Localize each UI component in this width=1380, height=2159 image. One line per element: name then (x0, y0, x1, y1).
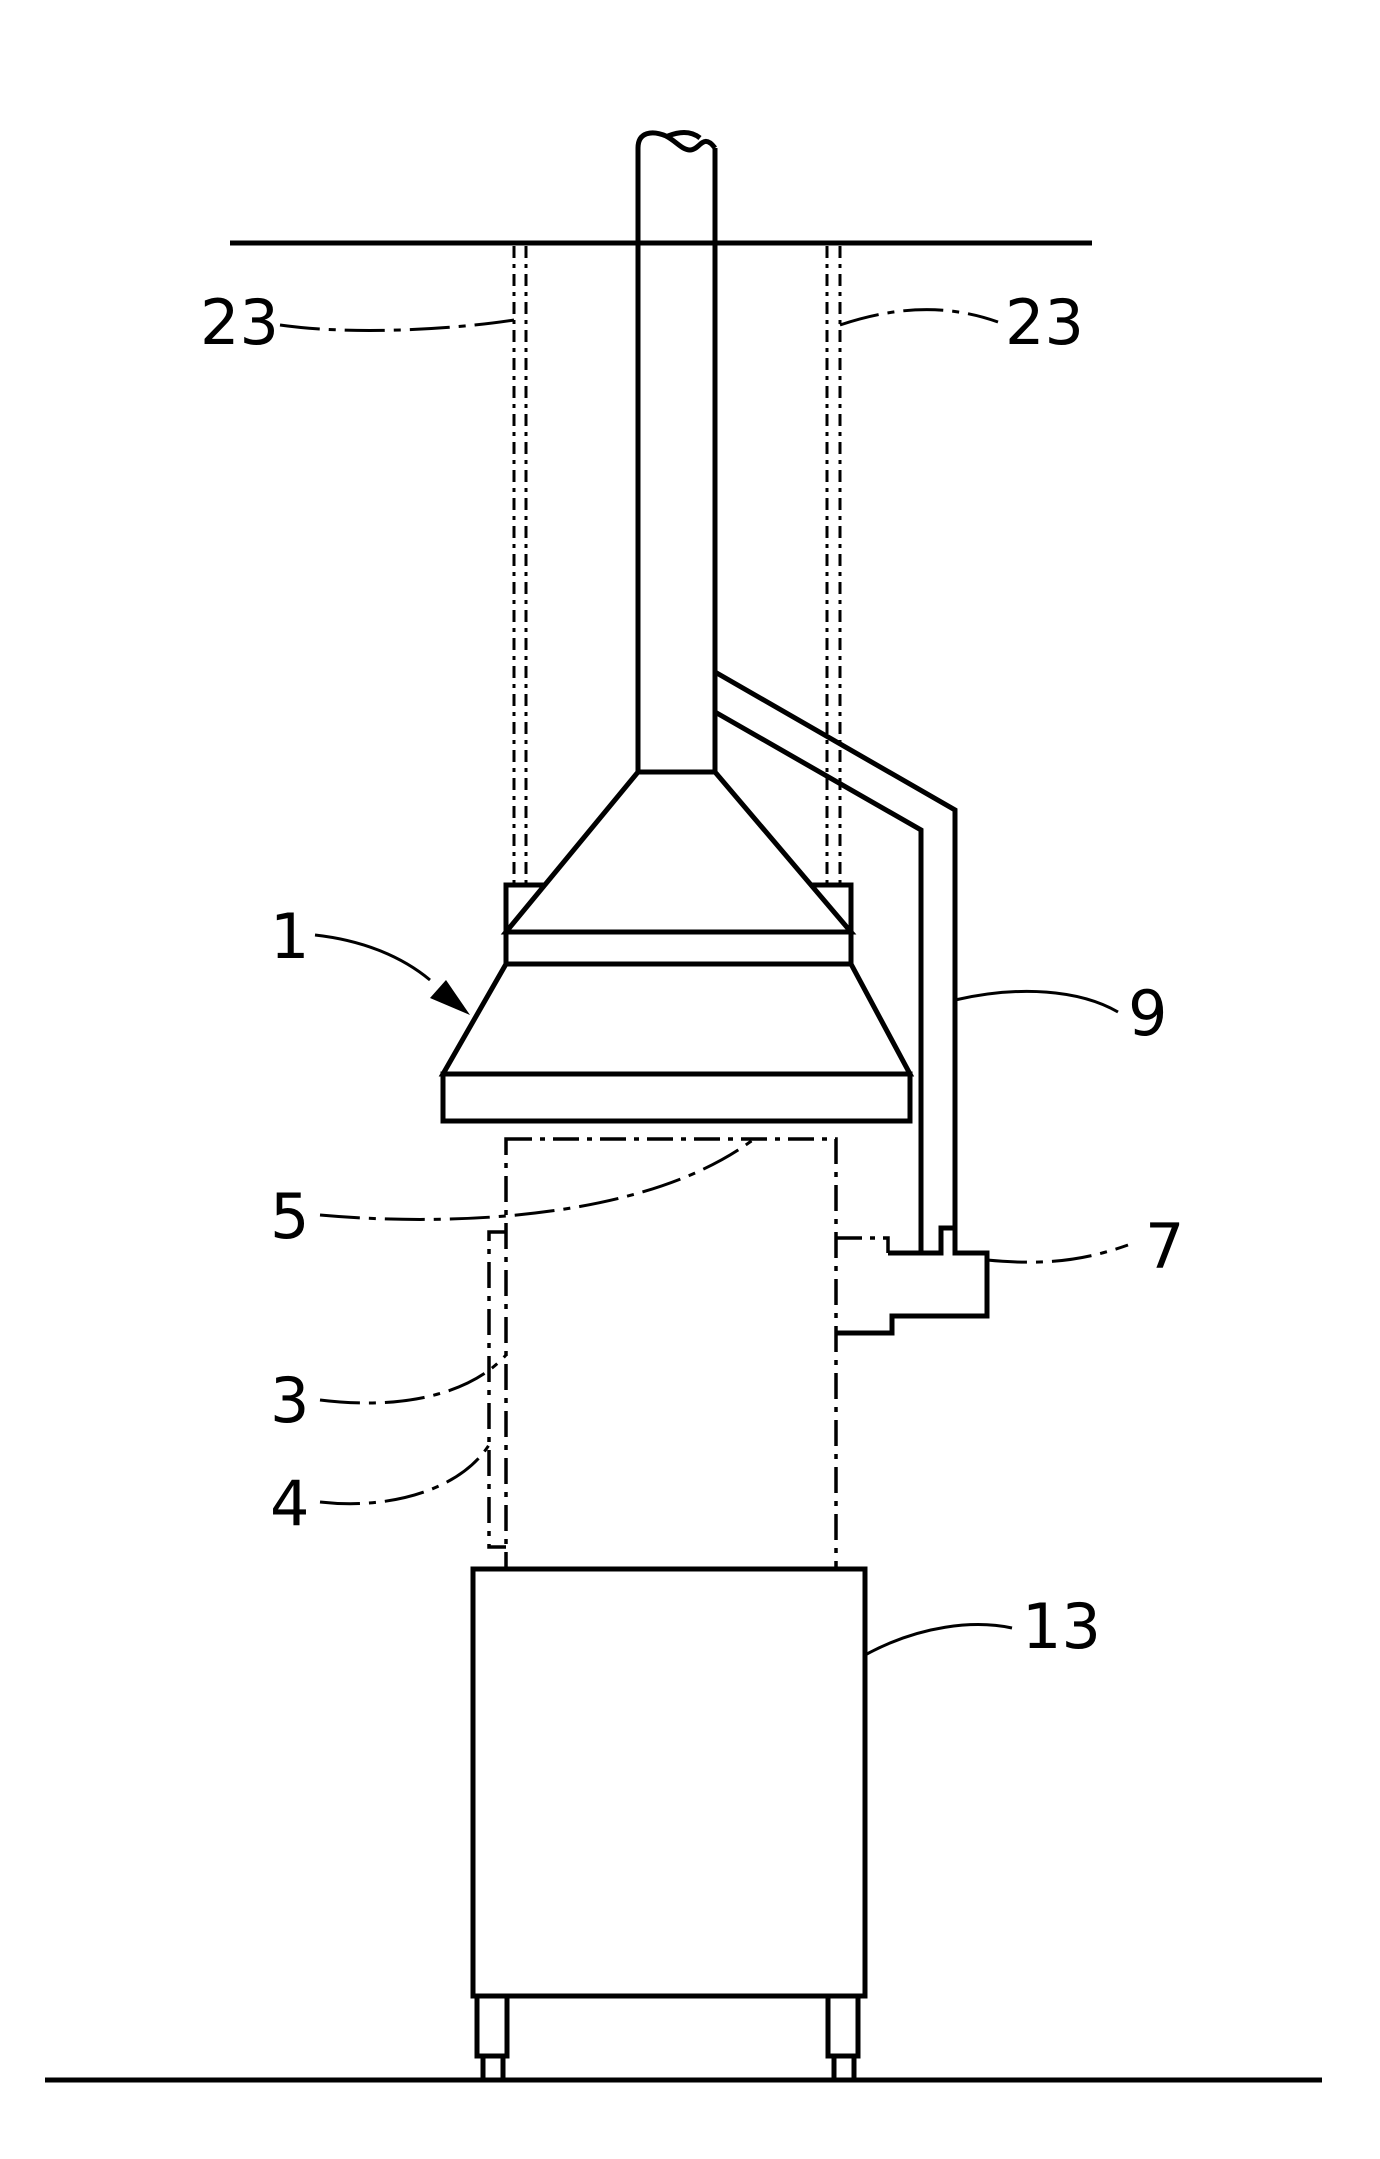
cabinet (489, 1139, 836, 1569)
label-23-right: 23 (1005, 286, 1084, 359)
base-unit (473, 1569, 865, 2080)
leader-5 (320, 1139, 754, 1219)
leader-23-right (840, 310, 998, 325)
leader-1 (315, 935, 430, 980)
port-block (836, 1228, 987, 1333)
suspension-rod-right (827, 246, 840, 885)
leader-7 (987, 1245, 1128, 1262)
label-7: 7 (1145, 1210, 1184, 1283)
leader-1-arrow (430, 980, 470, 1015)
label-1: 1 (270, 900, 309, 973)
suspension-rod-left (514, 246, 526, 885)
leader-13 (865, 1625, 1012, 1655)
label-3: 3 (270, 1364, 309, 1437)
label-23-left: 23 (200, 286, 279, 359)
exhaust-duct (638, 133, 715, 773)
label-13: 13 (1022, 1590, 1101, 1663)
label-5: 5 (270, 1180, 309, 1253)
leader-3 (320, 1355, 506, 1403)
label-4: 4 (270, 1467, 309, 1540)
leader-4 (320, 1445, 489, 1504)
leader-23-left (280, 320, 514, 330)
leader-9 (955, 991, 1118, 1012)
label-9: 9 (1128, 977, 1167, 1050)
